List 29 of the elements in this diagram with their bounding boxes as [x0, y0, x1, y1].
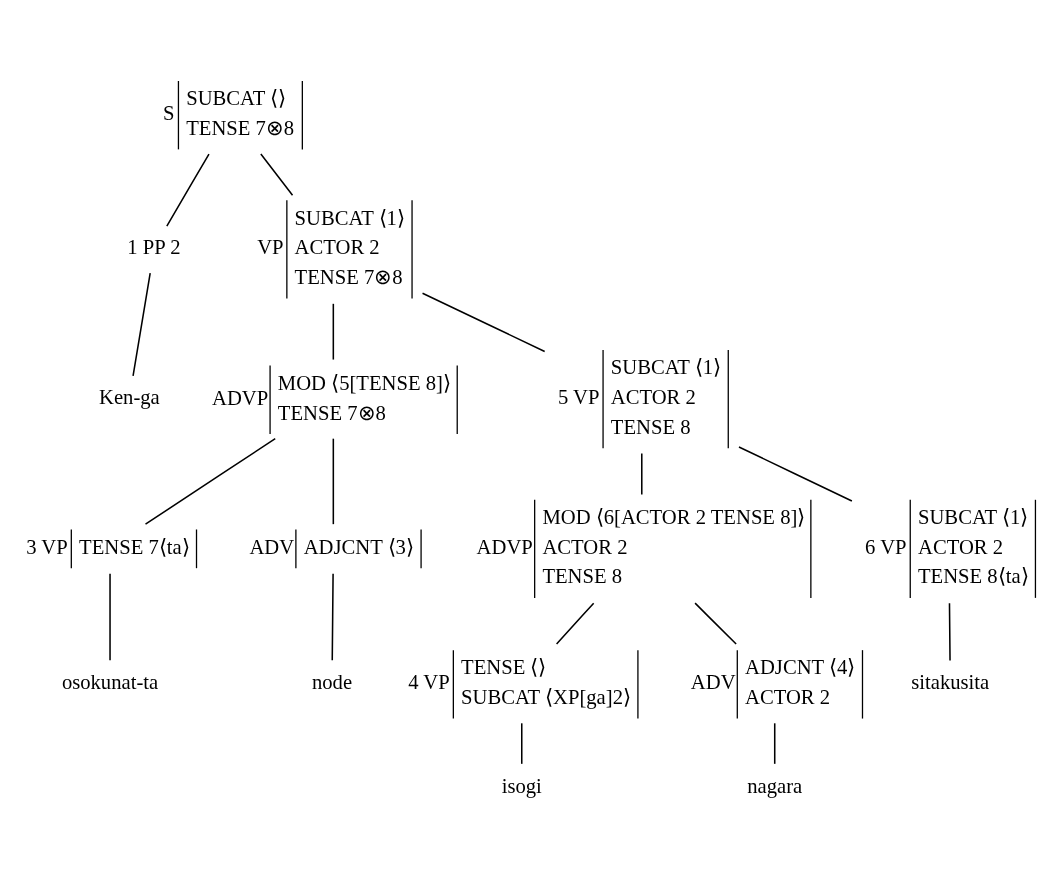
connector [555, 602, 595, 645]
connector [421, 292, 546, 353]
node-text: ADVP MOD ⟨6[ACTOR 2 TENSE 8]⟩ ACTOR 2 TENSE 8 [476, 506, 806, 588]
connector [738, 446, 853, 502]
connector [109, 573, 111, 662]
connector [694, 602, 737, 645]
node-text: osokunat-ta [61, 670, 159, 693]
connector [132, 272, 151, 377]
node-text: VP SUBCAT ⟨1⟩ ACTOR 2 TENSE 7⊗8 [257, 206, 405, 288]
connector [948, 602, 951, 662]
connector [773, 722, 776, 765]
node-text: Ken-ga [99, 386, 160, 409]
connector [144, 437, 276, 525]
connector [521, 722, 523, 765]
node-text: 3 VP TENSE 7⟨ta⟩ [26, 535, 190, 558]
connector [332, 303, 335, 361]
connector [331, 573, 334, 662]
node-text: sitakusita [911, 670, 990, 693]
connector [166, 153, 210, 227]
node-text: ADV ADJCNT ⟨3⟩ [249, 535, 414, 558]
connector [641, 452, 643, 496]
connector [260, 153, 294, 196]
node-text: isogi [501, 774, 542, 797]
connector [332, 437, 335, 525]
node-text: nagara [747, 774, 803, 797]
node-text: node [311, 670, 353, 693]
node-text: 1 PP 2 [127, 236, 181, 259]
node-text: 6 VP SUBCAT ⟨1⟩ ACTOR 2 TENSE 8⟨ta⟩ [865, 506, 1029, 588]
node-text: 5 VP SUBCAT ⟨1⟩ ACTOR 2 TENSE 8 [557, 356, 722, 438]
